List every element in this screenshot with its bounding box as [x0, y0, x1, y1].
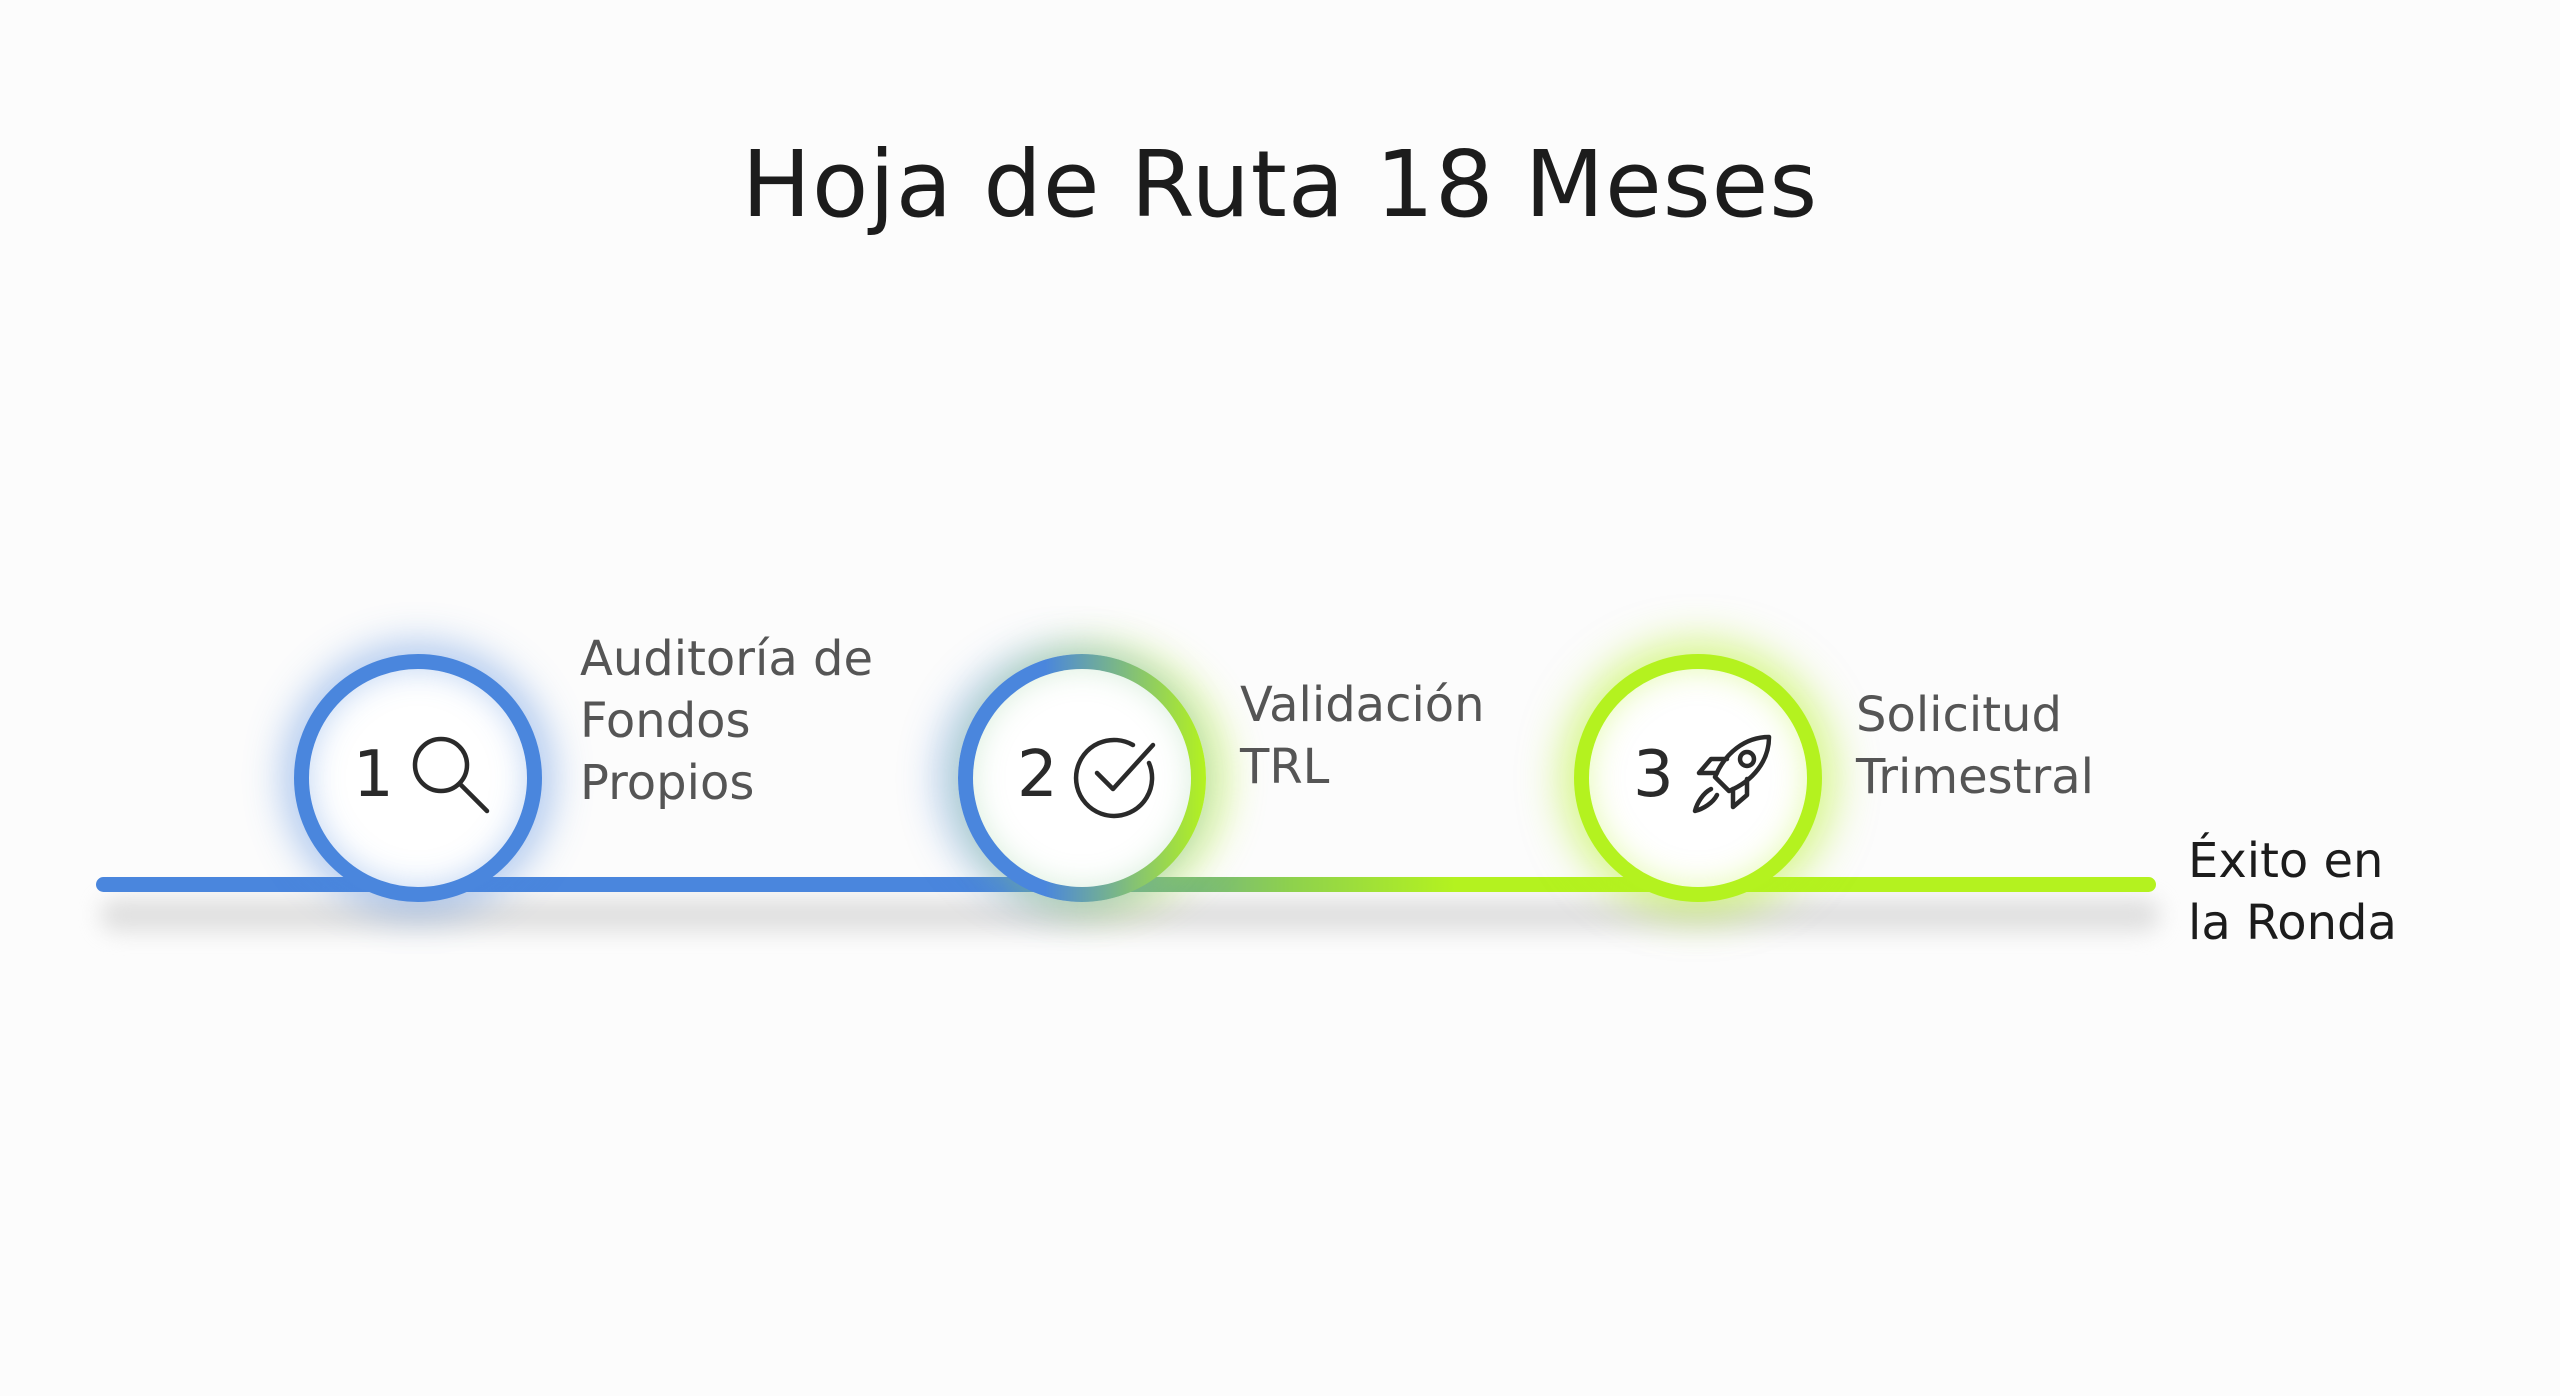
milestone-1-label-line: Auditoría de	[580, 631, 873, 687]
milestone-3-circle: 3	[1574, 654, 1822, 902]
rocket-icon	[1683, 727, 1779, 823]
milestone-1-circle: 1	[294, 654, 542, 902]
goal-label: Éxito en la Ronda	[2188, 830, 2397, 954]
goal-label-line: la Ronda	[2188, 895, 2397, 951]
milestone-3-label-line: Trimestral	[1856, 749, 2094, 805]
milestone-1-label-line: Fondos	[580, 693, 751, 749]
search-icon	[403, 727, 499, 823]
goal-label-line: Éxito en	[2188, 833, 2384, 889]
check-circle-icon	[1067, 727, 1163, 823]
milestone-2-label: Validación TRL	[1240, 674, 1485, 798]
milestone-2-label-line: TRL	[1240, 739, 1330, 795]
diagram-title: Hoja de Ruta 18 Meses	[741, 131, 1819, 238]
timeline-track-shadow	[100, 898, 2160, 932]
milestone-3-label-line: Solicitud	[1856, 687, 2062, 743]
milestone-1-number: 1	[353, 738, 394, 812]
milestone-3-number: 3	[1633, 738, 1674, 812]
milestone-2-label-line: Validación	[1240, 677, 1485, 733]
milestone-3-label: Solicitud Trimestral	[1856, 684, 2094, 808]
milestone-2-number: 2	[1017, 738, 1058, 812]
milestone-2-circle: 2	[958, 654, 1206, 902]
milestone-1-label-line: Propios	[580, 755, 755, 811]
milestone-1-label: Auditoría de Fondos Propios	[580, 628, 873, 814]
